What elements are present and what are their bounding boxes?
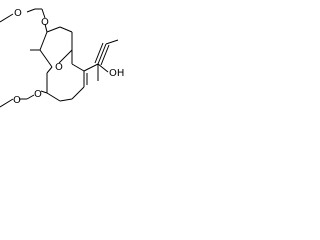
bond <box>71 63 85 72</box>
bond <box>46 26 61 33</box>
bond <box>40 90 48 94</box>
triple-bond <box>97 43 107 65</box>
atom-label-o3: O <box>55 62 63 73</box>
atom-label-oh: OH <box>109 68 124 79</box>
bond <box>71 86 85 100</box>
bond <box>83 63 99 72</box>
bond <box>97 63 109 73</box>
bond <box>41 8 46 19</box>
bond <box>0 13 14 23</box>
bond <box>58 49 73 64</box>
chemical-structure: O O O O O OH <box>0 8 124 108</box>
bond <box>44 23 48 33</box>
bond <box>46 92 61 102</box>
triple-bond <box>100 44 110 66</box>
atom-label-o5: O <box>13 95 21 106</box>
bond <box>39 49 53 68</box>
bond <box>39 31 48 51</box>
bond <box>105 39 119 45</box>
bond <box>46 66 53 74</box>
atom-label-o1: O <box>14 8 22 19</box>
atom-label-o4: O <box>34 89 42 100</box>
bond <box>0 98 14 108</box>
bond <box>59 26 73 33</box>
bond <box>59 98 73 102</box>
atom-label-o2: O <box>41 17 49 28</box>
triple-bond <box>94 42 104 64</box>
bond <box>26 8 36 13</box>
bond <box>26 94 35 100</box>
